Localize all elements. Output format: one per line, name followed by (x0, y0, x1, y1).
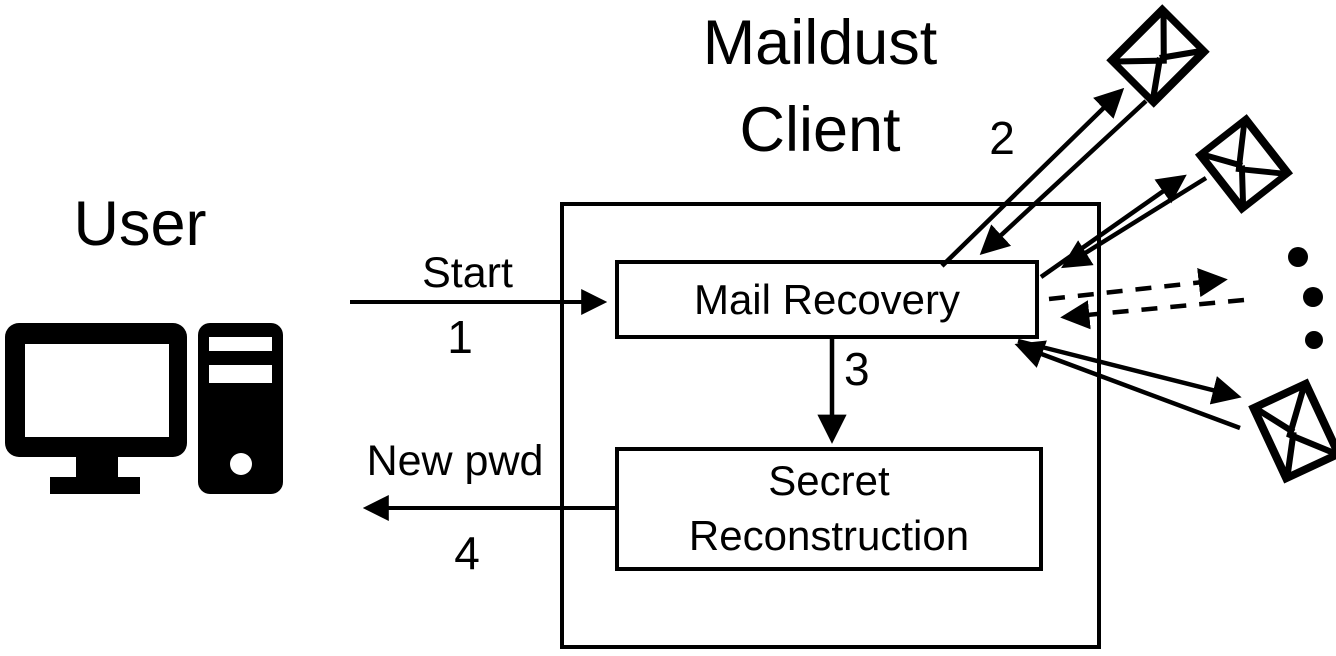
step-2-number: 2 (989, 112, 1015, 164)
ellipsis-dot (1305, 331, 1323, 349)
secret-reconstruction-box: Secret Reconstruction (615, 447, 1043, 571)
start-arrow-label: Start (422, 249, 513, 297)
diagram-title-line2: Client (739, 94, 901, 165)
mail-recovery-box: Mail Recovery (615, 260, 1039, 339)
step-1-number: 1 (447, 311, 473, 363)
secret-reconstruction-line2: Reconstruction (688, 512, 970, 559)
diagram-title-line1: Maildust (702, 8, 938, 78)
user-label: User (73, 189, 207, 259)
secret-reconstruction-line1: Secret (768, 457, 890, 505)
diagram-title: Maildust Client (540, 0, 1100, 174)
step-4-number: 4 (454, 527, 480, 579)
envelope-icon-2 (1200, 119, 1288, 208)
vertical-ellipsis-dots (1288, 247, 1323, 349)
desktop-computer-icon (5, 323, 283, 494)
envelope-icon-1 (1112, 10, 1205, 103)
step-3-number: 3 (844, 343, 870, 395)
envelope-icon-3 (1254, 384, 1336, 478)
ellipsis-dot (1288, 247, 1308, 267)
secret-reconstruction-label: Secret Reconstruction (689, 454, 969, 563)
new-pwd-arrow-label: New pwd (366, 437, 544, 485)
mail-recovery-label: Mail Recovery (693, 275, 961, 323)
ellipsis-dot (1303, 287, 1323, 307)
